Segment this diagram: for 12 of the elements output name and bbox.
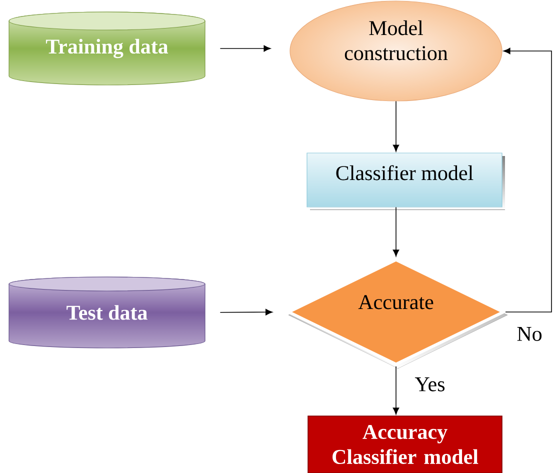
arrow — [392, 366, 400, 415]
edge-label: Yes — [414, 376, 446, 392]
edge-label: No — [516, 326, 544, 342]
arrow — [220, 308, 272, 316]
database-cylinder: Training data — [8, 12, 206, 86]
process-box: Classifier model — [306, 152, 505, 210]
result-box: Accuracy Classifier model — [308, 416, 502, 473]
arrow — [220, 45, 271, 52]
arrow — [392, 100, 400, 152]
database-cylinder: Test data — [8, 276, 206, 348]
arrow — [503, 48, 552, 312]
arrow — [392, 206, 400, 257]
